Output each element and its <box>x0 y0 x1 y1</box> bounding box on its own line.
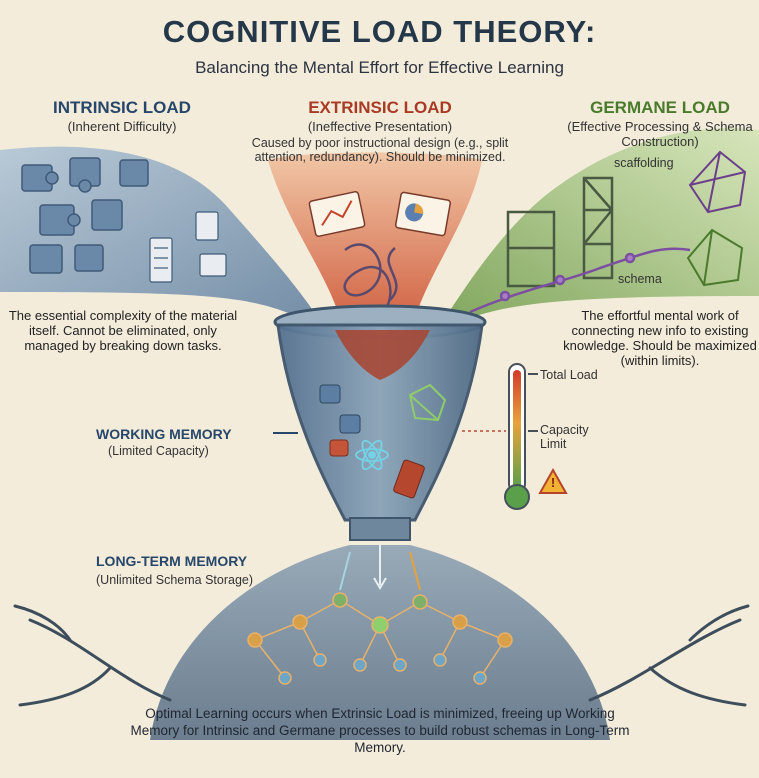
schema-network <box>247 592 513 685</box>
scaffolding-label: scaffolding <box>614 156 674 170</box>
load-thermometer-icon <box>462 363 538 510</box>
page-subtitle: Balancing the Mental Effort for Effectiv… <box>195 58 564 77</box>
intrinsic-description: The essential complexity of the material… <box>8 308 238 353</box>
chart-cards-icon <box>308 191 452 237</box>
extrinsic-subheading: (Ineffective Presentation) <box>307 119 453 134</box>
working-memory-contents <box>319 383 447 499</box>
germane-path-line <box>469 247 691 314</box>
extrinsic-heading: EXTRINSIC LOAD <box>308 98 452 117</box>
flow-arrows <box>339 545 421 591</box>
conclusion-text: Optimal Learning occurs when Extrinsic L… <box>130 706 630 755</box>
ltm-subheading: (Unlimited Schema Storage) <box>96 573 254 587</box>
warning-icon <box>538 467 568 494</box>
schema-label: schema <box>618 272 662 286</box>
funnel-neck <box>349 517 411 541</box>
total-load-label: Total Load <box>540 368 598 382</box>
working-memory-subheading: (Limited Capacity) <box>108 444 209 458</box>
germane-subheading: (Effective Processing & Schema Construct… <box>567 119 753 149</box>
extrinsic-description: Caused by poor instructional design (e.g… <box>251 136 509 165</box>
schema-network-icon <box>686 150 747 287</box>
ltm-dome <box>150 545 610 740</box>
intrinsic-heading: INTRINSIC LOAD <box>53 98 191 117</box>
document-stack-icon <box>149 211 227 283</box>
working-memory-heading: WORKING MEMORY <box>96 426 232 442</box>
funnel-body <box>276 323 484 522</box>
atom-icon <box>355 439 389 471</box>
puzzle-pieces-icon <box>21 157 149 274</box>
warning-symbol: ! <box>550 475 556 490</box>
intrinsic-subheading: (Inherent Difficulty) <box>67 119 177 134</box>
extrinsic-residue <box>335 330 430 380</box>
scaffolding-icon <box>506 176 614 288</box>
capacity-limit-label: Capacity Limit <box>540 423 589 452</box>
tangled-line-icon <box>343 243 398 316</box>
roots <box>13 604 750 707</box>
germane-description: The effortful mental work of connecting … <box>563 308 757 368</box>
page-title: COGNITIVE LOAD THEORY: <box>162 14 597 49</box>
ltm-heading: LONG-TERM MEMORY <box>96 553 248 569</box>
extrinsic-stream <box>268 152 482 318</box>
germane-heading: GERMANE LOAD <box>590 98 730 117</box>
